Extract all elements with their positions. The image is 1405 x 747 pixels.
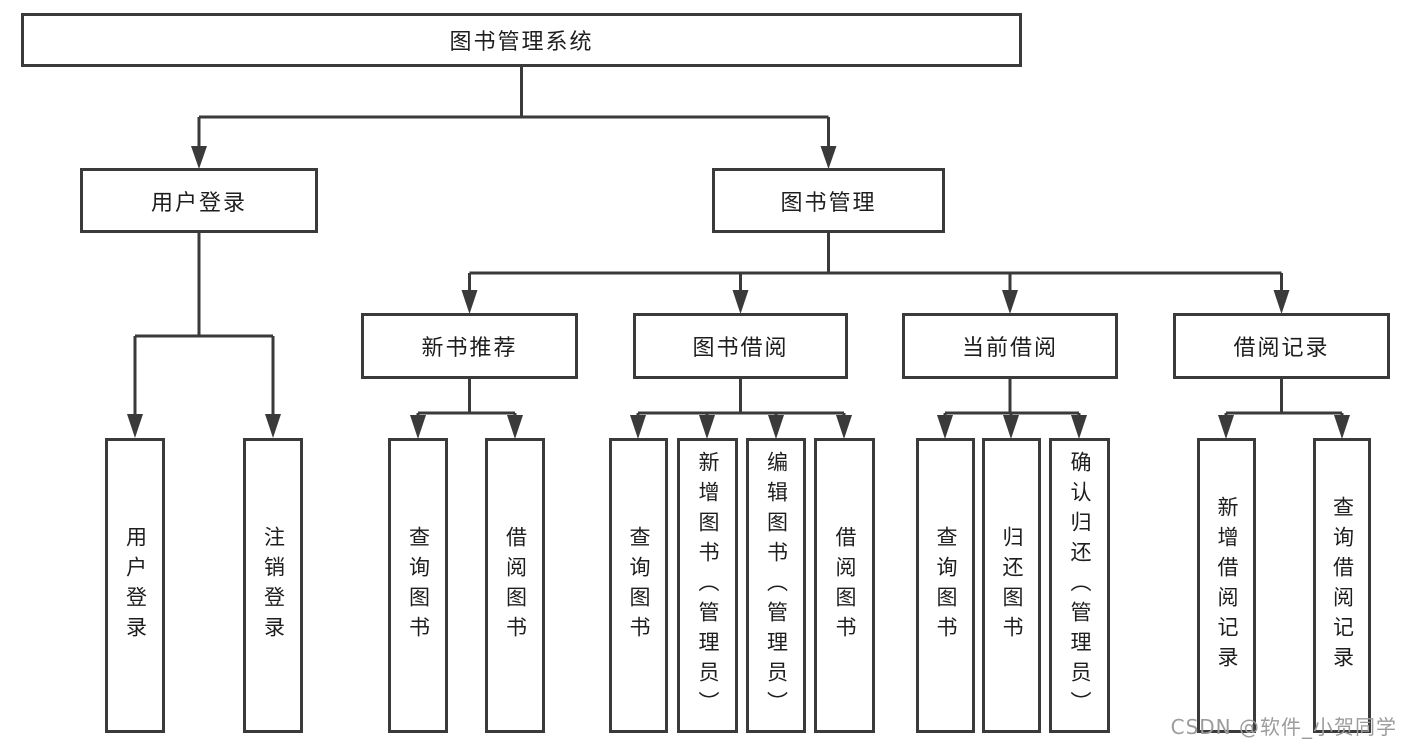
node-borrowing-records: 借阅记录 xyxy=(1173,313,1390,379)
node-book-management: 图书管理 xyxy=(712,168,945,233)
node-leaf-add-books-admin: 新增图书（管理员） xyxy=(677,438,738,733)
node-leaf-query-books-recommend: 查询图书 xyxy=(388,438,448,733)
node-leaf-query-borrow-record: 查询借阅记录 xyxy=(1313,438,1371,733)
node-user-login: 用户登录 xyxy=(80,168,318,233)
csdn-watermark: CSDN @软件_小贺同学 xyxy=(1170,715,1397,739)
node-leaf-borrow-books: 借阅图书 xyxy=(814,438,875,733)
node-leaf-add-borrow-record: 新增借阅记录 xyxy=(1197,438,1256,733)
node-leaf-user-login: 用户登录 xyxy=(105,438,165,733)
node-leaf-confirm-return-admin: 确认归还（管理员） xyxy=(1049,438,1110,733)
node-book-borrowing: 图书借阅 xyxy=(633,313,848,379)
node-leaf-query-books-current: 查询图书 xyxy=(916,438,975,733)
node-current-borrowing: 当前借阅 xyxy=(902,313,1118,379)
node-leaf-query-books-borrowing: 查询图书 xyxy=(609,438,668,733)
node-leaf-logout: 注销登录 xyxy=(243,438,303,733)
node-leaf-return-books: 归还图书 xyxy=(982,438,1041,733)
node-leaf-edit-books-admin: 编辑图书（管理员） xyxy=(746,438,806,733)
node-leaf-borrow-books-recommend: 借阅图书 xyxy=(485,438,545,733)
node-library-management-system: 图书管理系统 xyxy=(21,13,1022,67)
node-new-book-recommendation: 新书推荐 xyxy=(361,313,578,379)
